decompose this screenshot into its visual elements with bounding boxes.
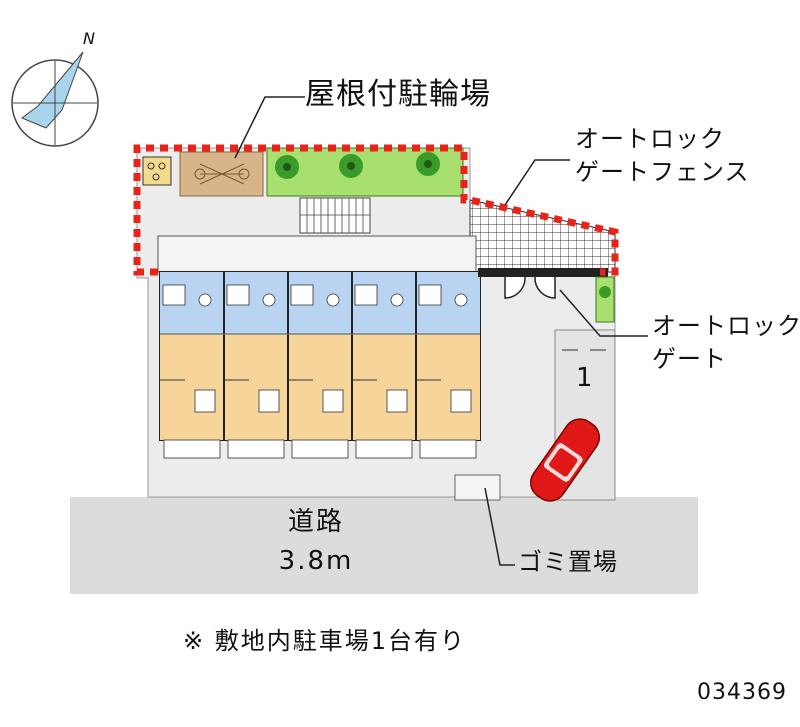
road-width-label: 3.8m [278,546,354,576]
road-label: 道路 [287,507,344,537]
storage-box [142,156,172,186]
parking-space-number: 1 [576,363,593,393]
autolock-gate-label-1: オートロック [652,312,800,340]
car-icon [529,418,601,502]
garbage-area [454,474,501,501]
gate-fence [469,199,616,273]
unit-4 [352,272,416,440]
autolock-gate-label-2: ゲート [652,345,727,373]
property-code: 034369 [697,680,787,705]
leader-lines [234,96,648,566]
bicycle-parking-label: 屋根付駐輪場 [305,77,491,112]
autolock-gate [478,268,608,299]
garbage-label: ゴミ置場 [518,548,618,576]
autolock-fence-label-1: オートロック [575,125,725,153]
north-label: N [83,29,95,48]
autolock-fence-label-2: ゲートフェンス [575,158,750,186]
corridor [157,235,477,273]
site-boundary [133,144,619,276]
shrub [595,276,615,323]
unit-3 [288,272,352,440]
bicycle-icon [194,163,250,185]
balconies [163,439,477,459]
unit-5 [416,272,480,440]
road [70,497,698,594]
tree-icon [275,152,440,179]
building [159,271,481,441]
unit-2 [224,272,288,440]
compass-icon [11,51,99,147]
unit-1 [160,272,224,440]
parking-note: ※ 敷地内駐車場1台有り [183,627,467,655]
